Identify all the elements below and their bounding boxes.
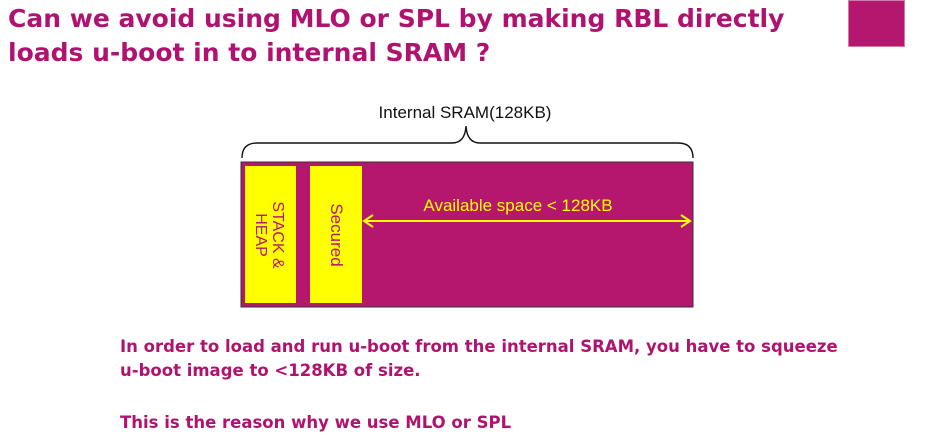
available-space-label: Available space < 128KB xyxy=(423,196,612,215)
secured-label: Secured xyxy=(327,203,346,266)
explanation-text: In order to load and run u-boot from the… xyxy=(120,335,920,435)
secured-label-group: Secured xyxy=(327,203,346,266)
explanation-line-1: In order to load and run u-boot from the… xyxy=(120,337,838,356)
slide-title-line-1: Can we avoid using MLO or SPL by making … xyxy=(8,4,785,33)
stack-heap-region xyxy=(245,166,296,303)
stack-heap-label-line-1: STACK & xyxy=(269,201,286,269)
slide-title-line-2: loads u-boot in to internal SRAM ? xyxy=(8,38,491,67)
conclusion-line: This is the reason why we use MLO or SPL xyxy=(120,413,512,432)
sram-label: Internal SRAM(128KB) xyxy=(379,103,552,122)
secured-region xyxy=(310,166,362,303)
explanation-line-2: u-boot image to <128KB of size. xyxy=(120,361,421,380)
stack-heap-label-line-2: HEAP xyxy=(252,213,269,257)
slide-title: Can we avoid using MLO or SPL by making … xyxy=(8,2,828,70)
accent-square xyxy=(848,0,905,47)
sram-brace xyxy=(241,125,694,159)
paragraph-gap xyxy=(120,383,920,411)
sram-block xyxy=(240,161,694,308)
available-space-arrow xyxy=(362,214,692,228)
stack-heap-label: STACK & HEAP xyxy=(252,201,286,269)
